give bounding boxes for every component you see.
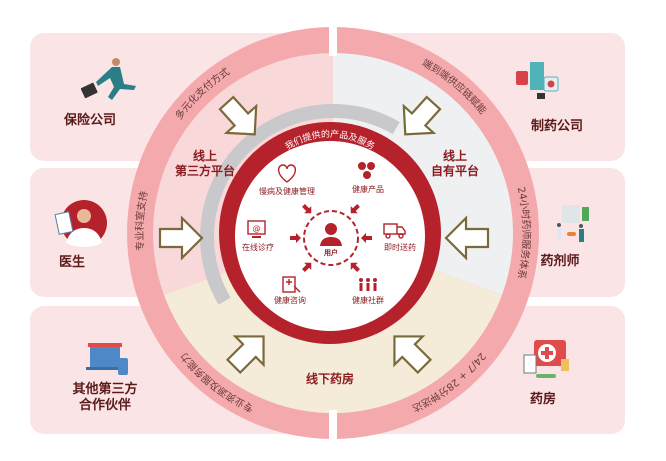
service-arrows bbox=[290, 204, 372, 272]
pharma-buildings-icon bbox=[516, 62, 559, 99]
ring-gap-bottom bbox=[329, 410, 337, 442]
section-third-party-line2: 第三方平台 bbox=[175, 163, 235, 178]
service-chronic-label: 慢病及健康管理 bbox=[259, 186, 315, 196]
service-health-consult-label: 健康咨询 bbox=[274, 295, 306, 305]
clipboard-icon bbox=[282, 276, 301, 293]
entity-insurance: 保险公司 bbox=[63, 112, 116, 128]
service-health-consult: 健康咨询 bbox=[274, 276, 306, 305]
section-third-party-line1: 线上 bbox=[193, 148, 217, 163]
service-online-consult-label: 在线诊疗 bbox=[242, 242, 274, 252]
entity-doctor: 医生 bbox=[59, 254, 85, 270]
entity-partners-line2: 合作伙伴 bbox=[79, 397, 131, 413]
grey-cycle-arrow bbox=[199, 104, 466, 370]
service-community: 健康社群 bbox=[352, 278, 384, 305]
pills-icon bbox=[358, 162, 375, 179]
inner-white-disk bbox=[235, 141, 425, 331]
service-community-label: 健康社群 bbox=[352, 295, 384, 305]
doctor-avatar-icon bbox=[54, 200, 107, 247]
section-own-line1: 线上 bbox=[443, 148, 467, 163]
service-products: 健康产品 bbox=[352, 162, 384, 194]
people-group-icon bbox=[359, 278, 377, 291]
service-instant-delivery-label: 即时送药 bbox=[384, 242, 416, 252]
heart-pulse-icon bbox=[277, 164, 297, 183]
first-aid-kit-icon bbox=[523, 340, 569, 378]
section-own-line2: 自有平台 bbox=[431, 163, 479, 178]
section-offline: 线下药房 bbox=[306, 371, 354, 386]
monitor-icon: @ bbox=[247, 220, 266, 238]
truck-icon bbox=[383, 223, 406, 239]
pharmacists-icon bbox=[557, 205, 589, 242]
ring-gap-top bbox=[329, 24, 337, 56]
entity-pharma: 制药公司 bbox=[531, 118, 583, 134]
entity-pharmacy: 药房 bbox=[530, 391, 556, 407]
ring-label-pharmacist-service: 24小时药师服务体系 bbox=[515, 186, 533, 280]
entity-partners-line1: 其他第三方 bbox=[72, 381, 137, 397]
running-businessman-icon bbox=[80, 58, 136, 100]
service-products-label: 健康产品 bbox=[352, 184, 384, 194]
entity-pharmacist: 药剂师 bbox=[540, 253, 579, 269]
svg-text:@: @ bbox=[253, 224, 261, 233]
user-icon bbox=[320, 223, 342, 246]
service-instant-delivery: 即时送药 bbox=[383, 223, 416, 252]
service-chronic: 慢病及健康管理 bbox=[259, 164, 315, 196]
online-shop-icon bbox=[86, 343, 128, 375]
user-dashed-circle bbox=[303, 210, 359, 266]
user-label: 用户 bbox=[324, 248, 338, 257]
service-online-consult: @ 在线诊疗 bbox=[242, 220, 274, 252]
